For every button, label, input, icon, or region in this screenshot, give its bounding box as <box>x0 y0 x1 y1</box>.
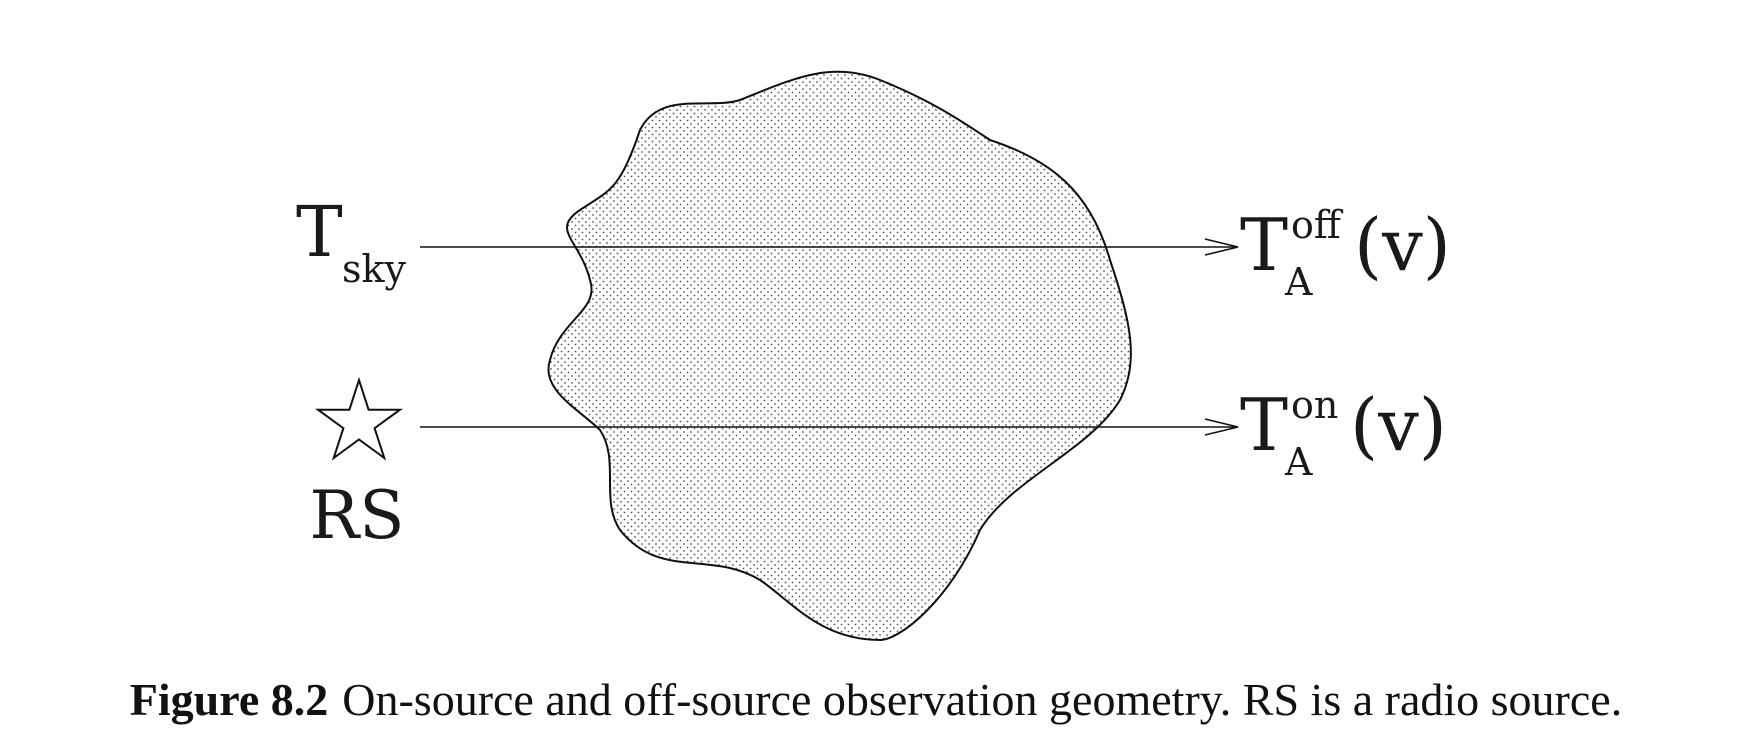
star-icon <box>314 376 404 461</box>
on-source-output-label: T on A (v) <box>1240 383 1447 484</box>
sky-temperature-label: T sky <box>296 191 407 291</box>
observation-geometry-diagram: T sky RS T off A (v) T on A (v) <box>296 70 1451 642</box>
radio-source-label: RS <box>310 477 405 554</box>
on-output-superscript: on <box>1291 383 1338 427</box>
off-output-subscript: A <box>1284 260 1313 304</box>
on-source-arrowhead <box>1204 418 1239 436</box>
figure-number: Figure 8.2 <box>129 674 329 725</box>
sky-temperature-symbol: T <box>296 191 343 273</box>
sky-temperature-subscript: sky <box>342 247 407 291</box>
off-source-arrowhead <box>1204 238 1239 256</box>
off-source-output-label: T off A (v) <box>1240 203 1451 304</box>
off-output-superscript: off <box>1291 203 1344 247</box>
on-output-symbol: T <box>1240 383 1288 467</box>
caption-text: On-source and off-source observation geo… <box>342 674 1623 725</box>
on-output-argument: (v) <box>1350 383 1447 467</box>
on-output-subscript: A <box>1284 440 1313 484</box>
figure-caption: Figure 8.2 On-source and off-source obser… <box>0 665 1752 735</box>
absorbing-cloud <box>547 70 1132 642</box>
off-output-symbol: T <box>1240 203 1288 287</box>
off-output-argument: (v) <box>1354 203 1451 287</box>
